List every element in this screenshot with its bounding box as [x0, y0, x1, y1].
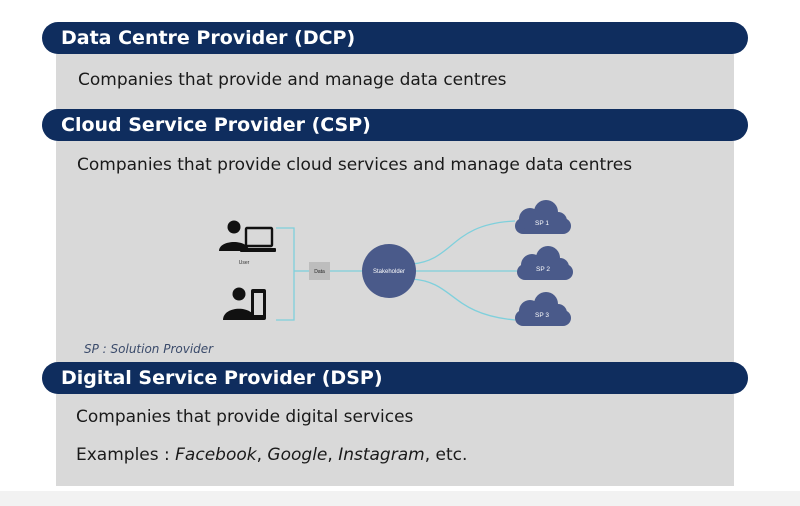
example-instagram: Instagram: [338, 445, 425, 465]
laptop-user-icon: [219, 220, 276, 252]
dsp-examples: Examples : Facebook, Google, Instagram, …: [76, 445, 467, 465]
dsp-panel: [56, 376, 734, 486]
provider-connectors: [411, 220, 517, 321]
dcp-title: Data Centre Provider (DCP): [61, 27, 356, 49]
sp-2-cloud-icon: [517, 246, 573, 280]
solution-provider-note: SP : Solution Provider: [84, 342, 214, 356]
sp-1-label: SP 1: [535, 220, 549, 227]
examples-prefix: Examples :: [76, 445, 176, 465]
sp-1-cloud-icon: [515, 200, 571, 234]
device-connectors: [276, 227, 309, 321]
examples-suffix: etc.: [435, 445, 468, 465]
dcp-description: Companies that provide and manage data c…: [78, 70, 507, 90]
data-label: Data: [314, 269, 325, 275]
dsp-title: Digital Service Provider (DSP): [61, 367, 383, 389]
stakeholder-label: Stakeholder: [373, 269, 405, 275]
example-google: Google: [267, 445, 328, 465]
example-facebook: Facebook: [175, 445, 257, 465]
data-box: [309, 262, 330, 280]
dsp-header: Digital Service Provider (DSP): [42, 362, 748, 394]
sp-2-label: SP 2: [536, 266, 550, 273]
bottom-strip: [0, 491, 800, 506]
user-label: User: [239, 260, 250, 266]
dcp-header: Data Centre Provider (DCP): [42, 22, 748, 54]
separator: ,: [327, 445, 339, 465]
stakeholder-node: [362, 244, 416, 298]
mobile-user-icon: [223, 287, 266, 320]
csp-header: Cloud Service Provider (CSP): [42, 109, 748, 141]
sp-3-label: SP 3: [535, 312, 549, 319]
csp-title: Cloud Service Provider (CSP): [61, 114, 371, 136]
separator: ,: [256, 445, 268, 465]
separator: ,: [424, 445, 436, 465]
dsp-description: Companies that provide digital services: [76, 407, 414, 427]
csp-description: Companies that provide cloud services an…: [77, 155, 633, 175]
sp-3-cloud-icon: [515, 292, 571, 326]
